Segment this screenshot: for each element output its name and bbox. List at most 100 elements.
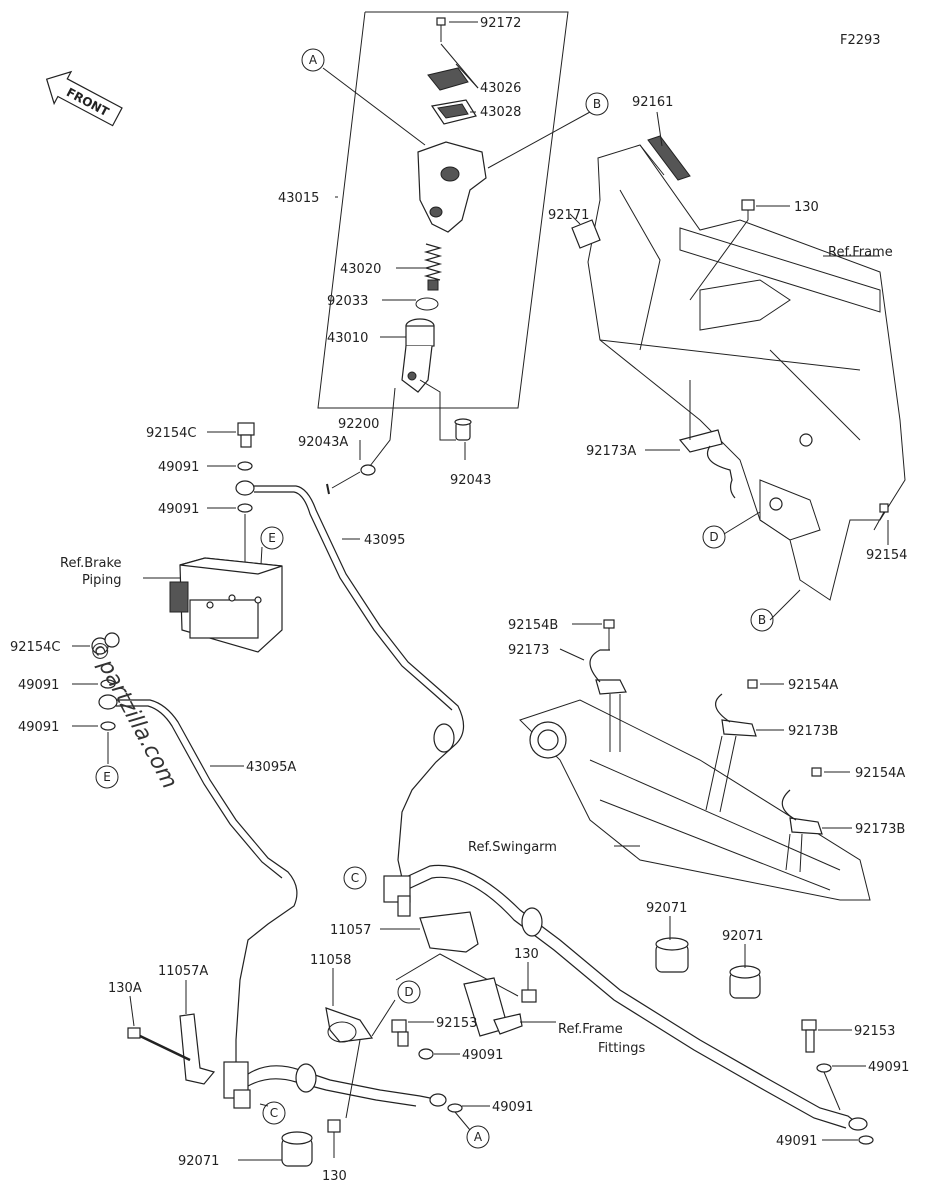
label-43095: 43095 — [364, 533, 405, 548]
clamp-92173A — [678, 429, 723, 453]
label-43015: 43015 — [278, 191, 319, 206]
hose-connector-c-mid — [383, 875, 411, 917]
screw-92172 — [436, 17, 446, 42]
label-49091-f: 49091 — [776, 1134, 817, 1149]
banjo-bolt-92153-mid — [391, 1019, 409, 1047]
bolt-130A — [127, 1027, 191, 1062]
washer-49091-c — [100, 679, 116, 689]
label-49091-b: 49091 — [158, 502, 199, 517]
svg-text:A: A — [474, 1130, 483, 1144]
label-43026: 43026 — [480, 81, 521, 96]
label-92033: 92033 — [327, 294, 368, 309]
label-92173: 92173 — [508, 643, 549, 658]
bolt-92154 — [873, 503, 889, 531]
label-92153-right: 92153 — [854, 1024, 895, 1039]
callout-c-mid: C — [343, 866, 367, 890]
label-130-top: 130 — [794, 200, 819, 215]
label-92173A: 92173A — [586, 444, 636, 459]
banjo-fitting-left — [98, 694, 118, 710]
label-92153-mid: 92153 — [436, 1016, 477, 1031]
label-92172: 92172 — [480, 16, 521, 31]
label-43020: 43020 — [340, 262, 381, 277]
washer-49091-g — [418, 1048, 434, 1060]
bolt-92154A-1 — [747, 679, 758, 689]
circlip-92033 — [415, 297, 439, 311]
callout-a-top: A — [301, 48, 325, 72]
washer-49091-b — [237, 503, 253, 513]
label-92043: 92043 — [450, 473, 491, 488]
label-92161 — [647, 135, 691, 181]
watermark: ©partzilla.com — [83, 636, 182, 793]
grommet-92071-2 — [729, 965, 761, 999]
figure-code: F2293 — [840, 33, 881, 48]
banjo-bolt-92154C-top — [237, 422, 255, 448]
label-ref-frame-fittings-1: Ref.Frame — [558, 1022, 623, 1037]
callout-c-bottom: C — [262, 1101, 286, 1125]
pin-92043 — [454, 418, 472, 441]
svg-text:B: B — [758, 613, 766, 627]
label-92173B-1: 92173B — [788, 724, 838, 739]
svg-text:A: A — [309, 53, 318, 67]
label-92154A-1: 92154A — [788, 678, 838, 693]
banjo-bolt-92153-right — [801, 1019, 817, 1053]
label-92154: 92154 — [866, 548, 907, 563]
clamp-11058 — [325, 1007, 374, 1043]
brake-hose-43095A — [116, 699, 298, 1062]
front-arrow-icon: FRONT — [45, 70, 123, 127]
banjo-bolt-92154C-left — [91, 632, 120, 655]
svg-text:D: D — [404, 985, 413, 999]
label-92171: 92171 — [548, 208, 589, 223]
damper-92171 — [571, 219, 601, 249]
label-92154C-top: 92154C — [146, 426, 196, 441]
label-ref-frame: Ref.Frame — [828, 245, 893, 260]
label-ref-brake-2: Piping — [82, 573, 122, 588]
washer-49091-h — [447, 1103, 463, 1113]
callout-e-left: E — [95, 765, 119, 789]
callout-d-right: D — [702, 525, 726, 549]
label-92154B: 92154B — [508, 618, 558, 633]
piston-43010 — [401, 318, 435, 393]
label-11057A: 11057A — [158, 964, 208, 979]
label-49091-c: 49091 — [18, 678, 59, 693]
label-43010: 43010 — [327, 331, 368, 346]
label-ref-swingarm: Ref.Swingarm — [468, 840, 557, 855]
label-ref-brake-1: Ref.Brake — [60, 556, 122, 571]
label-92161-text: 92161 — [632, 95, 673, 110]
label-130A: 130A — [108, 981, 142, 996]
washer-92200 — [360, 464, 376, 476]
abs-unit — [169, 557, 283, 653]
label-49091-a: 49091 — [158, 460, 199, 475]
svg-text:E: E — [268, 531, 276, 545]
washer-49091-d — [100, 721, 116, 731]
label-49091-e: 49091 — [868, 1060, 909, 1075]
bolt-92154B — [603, 619, 615, 650]
label-92154C-left: 92154C — [10, 640, 60, 655]
callout-a-bottom: A — [466, 1125, 490, 1149]
label-49091-h: 49091 — [492, 1100, 533, 1115]
banjo-fitting-right — [848, 1117, 868, 1131]
washer-49091-f — [858, 1135, 874, 1145]
clamp-92173 — [595, 679, 627, 695]
cotter-pin-92043A — [326, 483, 330, 495]
label-92173B-2: 92173B — [855, 822, 905, 837]
callout-b-top: B — [585, 92, 609, 116]
brake-hose-43095 — [254, 485, 465, 879]
label-92071-2: 92071 — [722, 929, 763, 944]
label-49091-d: 49091 — [18, 720, 59, 735]
washer-49091-e — [816, 1063, 832, 1073]
label-92071-1: 92071 — [646, 901, 687, 916]
grommet-92071-1 — [655, 937, 689, 973]
svg-text:D: D — [709, 530, 718, 544]
bracket-11057A — [179, 1013, 216, 1085]
rear-brake-hose — [403, 864, 859, 1125]
callout-e-top: E — [260, 526, 284, 550]
bolt-130-top — [741, 199, 755, 220]
swingarm — [519, 699, 871, 901]
svg-text:E: E — [103, 770, 111, 784]
banjo-fitting-bottom — [429, 1093, 447, 1107]
callout-d-bottom: D — [397, 980, 421, 1004]
banjo-fitting-top — [235, 480, 255, 496]
label-11057: 11057 — [330, 923, 371, 938]
label-92200: 92200 — [338, 417, 379, 432]
